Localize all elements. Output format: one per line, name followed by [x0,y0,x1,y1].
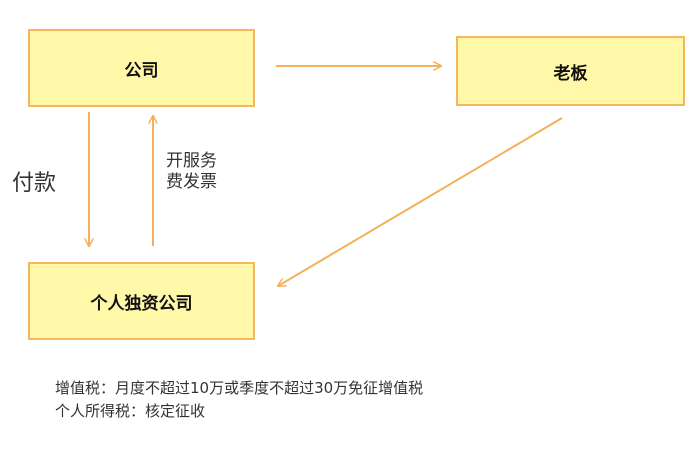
note-income-tax: 个人所得税：核定征收 [55,402,206,420]
node-company: 公司 [28,29,255,107]
node-sole-proprietorship: 个人独资公司 [28,262,255,340]
node-company-label: 公司 [124,60,159,81]
arrow-boss-to-sole [278,117,563,286]
edge-label-invoice: 开服务 费发票 [166,151,217,194]
note-vat: 增值税：月度不超过10万或季度不超过30万免征增值税 [55,379,424,397]
edge-label-invoice-line2: 费发票 [166,172,217,193]
node-sole-label: 个人独资公司 [90,293,193,314]
node-boss-label: 老板 [553,63,588,84]
node-boss: 老板 [456,36,685,106]
edge-label-invoice-line1: 开服务 [166,151,217,171]
edge-label-payment: 付款 [12,171,57,196]
